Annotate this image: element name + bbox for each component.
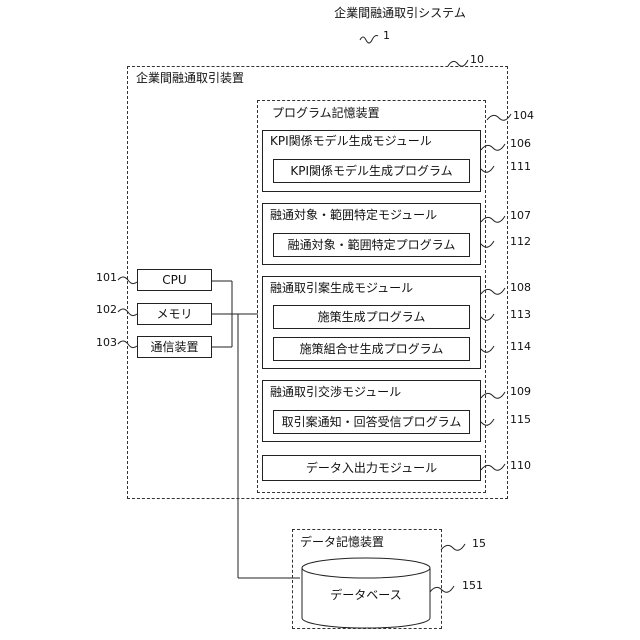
ref-102: 102 — [96, 304, 117, 316]
hardware-label: メモリ — [137, 307, 212, 321]
module-label: 融通取引交渉モジュール — [270, 385, 401, 399]
ref-1: 1 — [383, 30, 390, 42]
program-label: 取引案通知・回答受信プログラム — [273, 415, 470, 429]
ref-106: 106 — [510, 138, 531, 150]
ref-leader-1 — [360, 36, 378, 44]
ref-114: 114 — [510, 341, 531, 353]
ref-109: 109 — [510, 386, 531, 398]
ref-leader-15 — [441, 544, 465, 550]
ref-151: 151 — [462, 580, 483, 592]
ref-107: 107 — [510, 210, 531, 222]
apparatus-title: 企業間融通取引装置 — [136, 71, 244, 85]
ref-104: 104 — [513, 110, 534, 122]
ref-108: 108 — [510, 282, 531, 294]
module-label: 融通取引案生成モジュール — [270, 281, 413, 295]
ref-112: 112 — [510, 236, 531, 248]
module-label: データ入出力モジュール — [262, 461, 481, 475]
program-label: 融通対象・範囲特定プログラム — [273, 238, 470, 252]
ref-103: 103 — [96, 337, 117, 349]
program-label: KPI関係モデル生成プログラム — [273, 164, 470, 178]
ref-101: 101 — [96, 272, 117, 284]
program-storage-title: プログラム記憶装置 — [272, 106, 380, 120]
ref-111: 111 — [510, 161, 531, 173]
ref-110: 110 — [510, 460, 531, 472]
data-storage-title: データ記憶装置 — [300, 535, 384, 549]
database-label: データベース — [302, 588, 430, 602]
ref-15: 15 — [472, 538, 486, 550]
ref-10: 10 — [470, 54, 484, 66]
program-label: 施策生成プログラム — [273, 310, 470, 324]
ref-113: 113 — [510, 309, 531, 321]
hardware-label: CPU — [137, 273, 212, 287]
ref-115: 115 — [510, 414, 531, 426]
hardware-label: 通信装置 — [137, 340, 212, 354]
system-title: 企業間融通取引システム — [300, 6, 500, 20]
module-label: 融通対象・範囲特定モジュール — [270, 208, 437, 222]
module-label: KPI関係モデル生成モジュール — [270, 134, 432, 148]
program-label: 施策組合せ生成プログラム — [273, 342, 470, 356]
